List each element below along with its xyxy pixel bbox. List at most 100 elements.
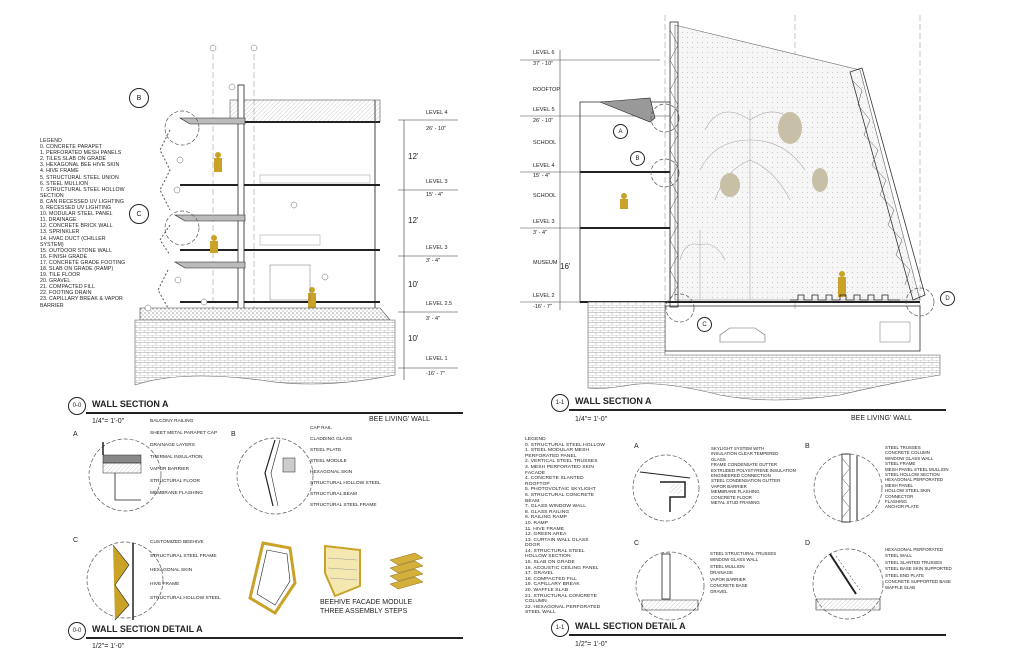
label-line: 7. STRUCTURAL STEEL HOLLOW — [40, 186, 125, 193]
level-elevation: 3' - 4" — [426, 258, 441, 264]
left-detail-a-drawing — [88, 438, 162, 512]
label-line: 22. FOOTING DRAIN — [40, 290, 92, 297]
dimension: 12' — [408, 216, 419, 225]
callout-b[interactable]: B — [129, 88, 149, 108]
section-title: WALL SECTION A — [575, 396, 652, 406]
label-line: 19. TILE FLOOR — [40, 272, 81, 279]
label-line: STEEL PLATE — [310, 448, 342, 453]
label-line: DRAINAGE — [710, 570, 733, 576]
level-elevation: 3' - 4" — [533, 230, 548, 236]
label-line: CONCRETE BASE — [710, 583, 748, 589]
label-line: COLUMN — [525, 599, 547, 605]
label-line: 18. SLAB ON GRADE (RAMP) — [40, 265, 114, 272]
label-line: 14. STRUCTURAL STEEL — [525, 548, 585, 554]
label-line: STEEL TRUSSES — [885, 445, 921, 450]
level-label: ROOFTOP — [533, 87, 561, 93]
label-line: 16. ACOUSTIC CEILING PANEL — [525, 565, 599, 571]
label-line: VAPOR BARRIER — [711, 483, 747, 489]
label-line: MEMBRANE FLASHING — [711, 489, 760, 495]
section-subtitle: BEE LIVING' WALL — [851, 415, 912, 422]
section-number: 0-0 — [68, 397, 86, 415]
label-line: 20. WAFFLE SLAB — [525, 588, 569, 594]
label-line: PERFORATED PANEL — [525, 453, 577, 459]
label-line: GRAVEL — [710, 589, 728, 595]
label-line: STRUCTURAL HOLLOW STEEL — [310, 481, 381, 486]
label-line: 10. MODULAR STEEL PANEL — [40, 211, 113, 218]
label-line: 11. HIVE FRAME — [525, 526, 565, 532]
callout-a[interactable]: A — [613, 124, 628, 139]
label-line: 3. HEXAGONAL BEE HIVE SKIN — [40, 162, 120, 169]
label-line: CAP RAIL — [310, 426, 332, 431]
level-label: LEVEL 3 — [426, 179, 448, 185]
label-line: 23. CAPILLARY BREAK & VAPOR — [40, 296, 123, 303]
level-elevation: 26' - 10" — [533, 118, 554, 124]
label-line: MESH PANEL STEEL MULLION — [885, 466, 949, 472]
label-line: STRUCTURAL HOLLOW STEEL — [150, 596, 221, 601]
module-caption: BEEHIVE FACADE MODULE THREE ASSEMBLY STE… — [320, 598, 412, 616]
label-line: ANCHOR PLATE — [885, 504, 919, 510]
label-line: VAPOR BARRIER — [150, 467, 190, 472]
callout-d[interactable]: D — [940, 291, 955, 306]
label-line: HOLLOW SECTION — [525, 554, 571, 560]
label-line: STRUCTURAL BEAM — [310, 492, 357, 497]
callout-c[interactable]: C — [697, 317, 712, 332]
level-elevation: 15' - 4" — [533, 173, 551, 179]
label-line: BARRIER — [40, 302, 64, 309]
label-line: 4. HIVE FRAME — [40, 168, 79, 175]
label-line: LEGEND — [525, 437, 546, 442]
label-line: HEXAGONAL SKIN — [150, 568, 193, 573]
detail-scale: 1/2"= 1'-0" — [575, 641, 608, 648]
callout-c[interactable]: C — [129, 204, 149, 224]
level-label: LEVEL 5 — [533, 107, 555, 113]
label-line: METAL STUD FRAMING — [711, 500, 760, 506]
label-line: 21. COMPACTED FILL — [40, 284, 96, 291]
label-line: STRUCTURAL STEEL FRAME — [310, 503, 377, 508]
level-label: LEVEL 4 — [426, 110, 448, 116]
label-line: 15. OUTDOOR STONE WALL — [40, 247, 112, 254]
detail-title: WALL SECTION DETAIL A — [575, 621, 686, 631]
label-line: 15. SLAB ON GRADE — [525, 560, 575, 566]
title-rule — [86, 637, 463, 639]
label-line: 2. TILES SLAB ON GRADE — [40, 156, 107, 163]
level-label: SCHOOL — [533, 140, 557, 146]
callout-b[interactable]: B — [630, 151, 645, 166]
label-line: CLADDING GLASS — [310, 437, 353, 442]
label-line: SYSTEM) — [40, 241, 64, 248]
left-section-drawing — [134, 44, 396, 386]
left-detail-b-drawing — [236, 437, 314, 515]
label-line: STRUCTURAL FLOOR — [150, 479, 200, 484]
label-line: STEEL STRUCTURAL TRUSSES — [710, 551, 777, 556]
label-line: 3. MESH PERFORATED SKIN — [525, 464, 595, 470]
left-detail-title-bar: 0-0 WALL SECTION DETAIL A — [68, 622, 463, 640]
detail-letter-d: D — [805, 540, 811, 547]
level-label: LEVEL 1 — [426, 356, 448, 362]
level-elevation: 37' - 10" — [533, 61, 554, 67]
label-line: VAPOR BARRIER — [710, 576, 746, 582]
label-line: STEEL CONDENSATION GUTTER — [711, 478, 781, 484]
detail-letter-c: C — [73, 537, 79, 544]
label-line: CONNECTOR — [885, 493, 914, 499]
label-line: GLASS — [711, 456, 726, 462]
detail-letter-b: B — [231, 431, 236, 438]
title-rule — [86, 412, 463, 414]
label-line: CONCRETE SUPPORTED BASE — [885, 579, 952, 585]
dimension: 10' — [408, 334, 419, 343]
right-section-drawing — [520, 15, 941, 401]
label-line: 20. GRAVEL — [40, 278, 71, 285]
label-line: 1. STEEL MODULAR MESH — [525, 448, 590, 454]
label-line: CONCRETE FLOOR — [711, 494, 752, 500]
label-line: MEMBRANE FLASHING — [150, 491, 204, 496]
label-line: FLASHING — [885, 499, 907, 505]
left-section-title-bar: 0-0 WALL SECTION A — [68, 397, 463, 415]
detail-number: 0-0 — [68, 622, 86, 640]
label-line: HOLLOW STEEL SKIN — [885, 488, 931, 494]
label-line: HEXAGONAL SKIN — [310, 470, 353, 475]
label-line: STEEL END PLATE — [885, 572, 925, 578]
level-elevation: 26' - 10" — [426, 126, 447, 132]
label-line: 13. SPRINKLER — [40, 229, 80, 236]
label-line: DOOR — [525, 543, 541, 549]
label-line: 10. RAMP — [525, 520, 549, 526]
